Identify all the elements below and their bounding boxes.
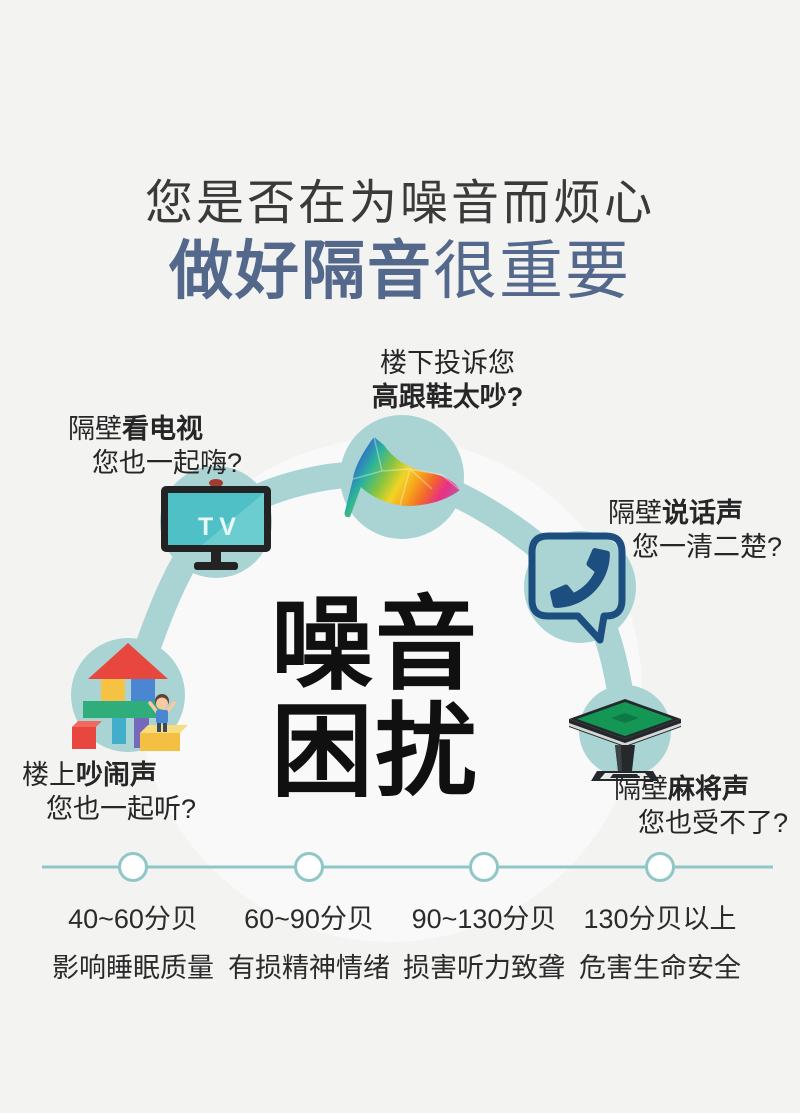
decibel-effect: 有损精神情绪 — [228, 953, 390, 983]
tv-icon: TV — [161, 479, 271, 570]
decibel-timeline — [42, 852, 773, 882]
timeline-node-2 — [294, 852, 324, 882]
timeline-node-1 — [118, 852, 148, 882]
handset-glyph — [549, 547, 610, 608]
noise-label-phone: 隔壁说话声 您一清二楚? — [608, 496, 782, 564]
headline-question: 您是否在为噪音而烦心 — [144, 177, 655, 230]
label-text: 隔壁 — [68, 414, 122, 444]
noise-label-heels: 楼下投诉您 高跟鞋太吵? — [325, 346, 570, 414]
tv-screen-text: TV — [198, 513, 242, 541]
center-title-line1: 噪音 — [271, 588, 479, 702]
decibel-effect: 危害生命安全 — [579, 953, 741, 983]
center-title: 噪音 困扰 — [230, 588, 520, 810]
background-glow — [138, 438, 642, 942]
decibel-range: 130分贝以上 — [583, 904, 737, 934]
label-text-bold: 麻将声 — [668, 774, 749, 804]
label-text: 隔壁 — [608, 498, 662, 528]
phone-speech-bubble-icon — [528, 532, 626, 644]
headline-rest: 很重要 — [433, 235, 631, 307]
label-text: 楼下投诉您 — [380, 348, 515, 378]
tv-camera-dot — [209, 479, 223, 487]
noise-label-tv: 隔壁看电视 您也一起嗨? — [68, 412, 242, 480]
label-text: 您也一起嗨? — [92, 448, 243, 478]
decibel-level-2: 60~90分贝 有损精神情绪 — [214, 897, 404, 985]
high-heel-icon — [344, 436, 461, 518]
noise-label-blocks: 楼上吵闹声 您也一起听? — [22, 758, 196, 826]
label-text-bold: 说话声 — [662, 498, 743, 528]
label-text: 您一清二楚? — [632, 532, 783, 562]
noise-label-mahjong: 隔壁麻将声 您也受不了? — [614, 772, 788, 840]
label-text: 您也受不了? — [638, 808, 789, 838]
timeline-node-3 — [469, 852, 499, 882]
center-title-line2: 困扰 — [271, 695, 479, 810]
child-figure — [148, 694, 176, 732]
decibel-effect: 影响睡眠质量 — [52, 953, 214, 983]
label-text: 隔壁 — [614, 774, 668, 804]
decibel-range: 90~130分贝 — [411, 904, 557, 934]
toy-blocks-icon — [72, 643, 188, 751]
label-text: 您也一起听? — [46, 794, 197, 824]
timeline-node-4 — [645, 852, 675, 882]
mahjong-table-icon — [569, 699, 681, 781]
decibel-effect: 损害听力致聋 — [403, 953, 565, 983]
decibel-level-3: 90~130分贝 损害听力致聋 — [389, 897, 579, 985]
decibel-level-1: 40~60分贝 影响睡眠质量 — [38, 897, 228, 985]
decibel-range: 40~60分贝 — [68, 904, 198, 934]
decibel-range: 60~90分贝 — [244, 904, 374, 934]
label-text-bold: 高跟鞋太吵? — [371, 382, 524, 412]
label-text-bold: 看电视 — [122, 414, 203, 444]
headline-highlight: 做好隔音 — [169, 235, 433, 307]
label-text: 楼上 — [22, 760, 76, 790]
label-text-bold: 吵闹声 — [76, 760, 157, 790]
headline-statement: 做好隔音很重要 — [0, 220, 800, 312]
decibel-level-4: 130分贝以上 危害生命安全 — [565, 897, 755, 985]
